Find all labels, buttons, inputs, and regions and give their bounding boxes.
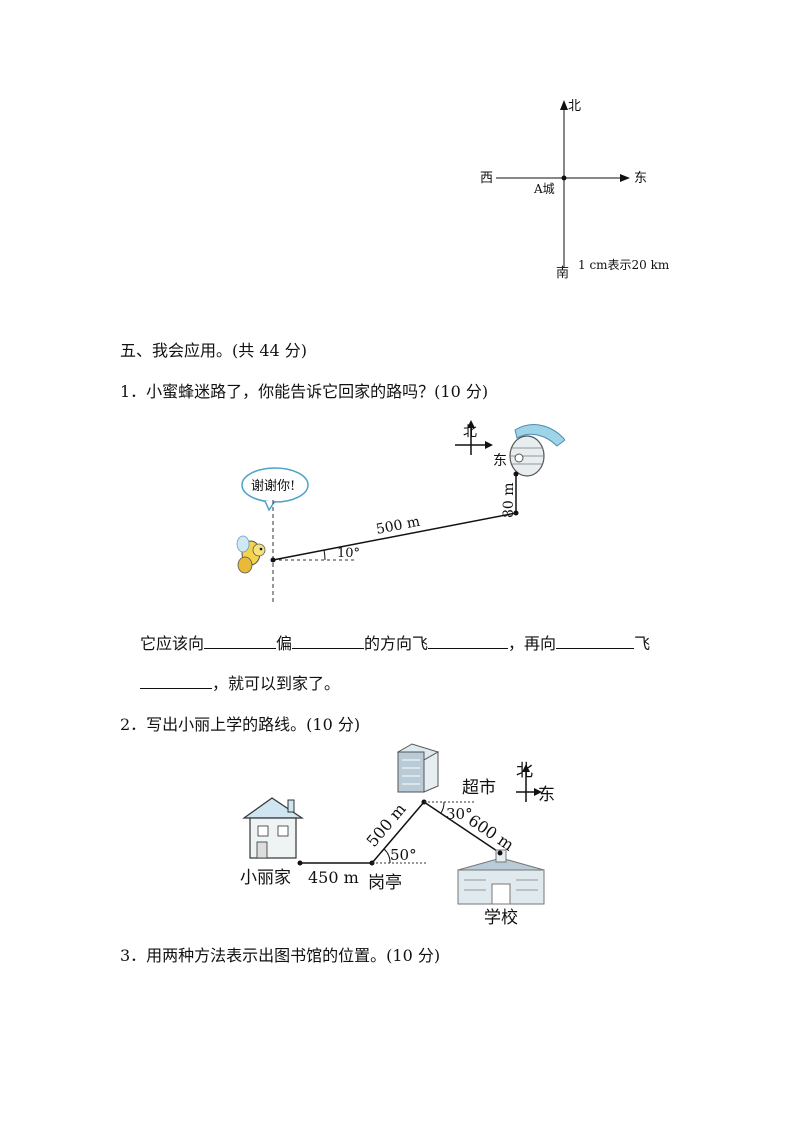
q1-dist-long: 500 m — [375, 514, 422, 538]
q2-seg1-label: 450 m — [308, 868, 359, 887]
q2-prompt: 2．写出小丽上学的路线。(10 分) — [120, 715, 361, 734]
q2-diagram: 小丽家 50° 30° 450 m 500 m 600 m 超市 北 东 — [240, 743, 555, 928]
q1-blank-distance[interactable] — [428, 634, 509, 649]
west-label: 西 — [480, 171, 493, 186]
supermarket-icon — [396, 743, 440, 793]
q1-answer-line2: ，就可以到家了。 — [140, 670, 340, 694]
q1-answer-text1: 它应该向 — [140, 634, 205, 653]
bee-icon — [236, 535, 266, 574]
q2-kiosk-label: 岗亭 — [368, 873, 402, 893]
center-point — [561, 175, 567, 181]
south-label: 南 — [556, 265, 569, 281]
east-label: 东 — [634, 171, 647, 186]
q2-angle-arc-1 — [383, 848, 391, 864]
center-label: A城 — [533, 182, 555, 196]
q2-seg2 — [371, 801, 425, 864]
q2-angle-arc-2 — [440, 801, 445, 814]
q1-compass-east-icon — [485, 441, 493, 449]
q1-answer-text6: ，就可以到家了。 — [212, 674, 341, 693]
q1-compass-north-icon — [467, 420, 475, 428]
q1-angle-arc — [323, 549, 326, 561]
q1-prompt: 1．小蜜蜂迷路了，你能告诉它回家的路吗？(10 分) — [120, 382, 489, 401]
q1-blank-distance2[interactable] — [140, 674, 212, 689]
q2-compass-north: 北 — [516, 761, 533, 781]
q2-market-label: 超市 — [462, 778, 496, 798]
q1-angle-label: 10° — [337, 546, 360, 561]
q2-angle2: 30° — [446, 805, 473, 823]
q1-answer-text2: 偏 — [276, 634, 293, 653]
q1-answer-line1: 它应该向 偏 的方向飞 ，再向 飞 — [140, 630, 650, 654]
q2-home-label: 小丽家 — [240, 868, 291, 888]
q1-start-point — [270, 557, 276, 563]
house-icon — [242, 797, 304, 859]
q1-diagram: 北 东 谢谢你! 10° 500 m 80 m — [236, 420, 565, 605]
q2-compass-east-icon — [534, 788, 542, 796]
q1-compass-north: 北 — [463, 424, 477, 440]
q2-school-label: 学校 — [484, 908, 518, 928]
q2-angle1: 50° — [390, 846, 417, 864]
speech-text: 谢谢你! — [251, 478, 295, 494]
q3-prompt: 3．用两种方法表示出图书馆的位置。(10 分) — [120, 946, 441, 965]
q2-compass-north-icon — [522, 764, 530, 772]
north-label: 北 — [568, 99, 581, 114]
scale-label: 1 cm表示20 km — [578, 258, 670, 272]
q1-compass-east: 东 — [493, 453, 507, 469]
q1-answer-text3: 的方向飞 — [364, 634, 429, 653]
section-heading: 五、我会应用。(共 44 分) — [120, 341, 308, 360]
q1-dist-short: 80 m — [501, 482, 517, 518]
q1-blank-direction[interactable] — [204, 634, 277, 649]
q1-answer-text5: 飞 — [634, 634, 651, 653]
q2-home-point — [297, 860, 303, 866]
compass-diagram: 北 南 西 东 A城 1 cm表示20 km — [480, 99, 670, 281]
north-arrow-icon — [560, 100, 568, 110]
q2-school-point — [497, 850, 503, 856]
q1-answer-text4: ，再向 — [508, 634, 557, 653]
q2-seg3-label: 600 m — [465, 811, 518, 855]
east-arrow-icon — [620, 174, 630, 182]
q1-blank-direction2[interactable] — [556, 634, 635, 649]
q2-seg3 — [423, 801, 501, 854]
beehive-icon — [509, 424, 565, 477]
speech-bubble — [241, 467, 309, 512]
q2-seg2-label: 500 m — [363, 799, 410, 850]
q1-end-point — [513, 471, 519, 477]
q1-blank-angle[interactable] — [292, 634, 365, 649]
school-icon — [457, 849, 545, 905]
q2-compass-east: 东 — [538, 785, 555, 805]
q1-turn-point — [513, 510, 519, 516]
q1-path-long — [272, 512, 517, 561]
